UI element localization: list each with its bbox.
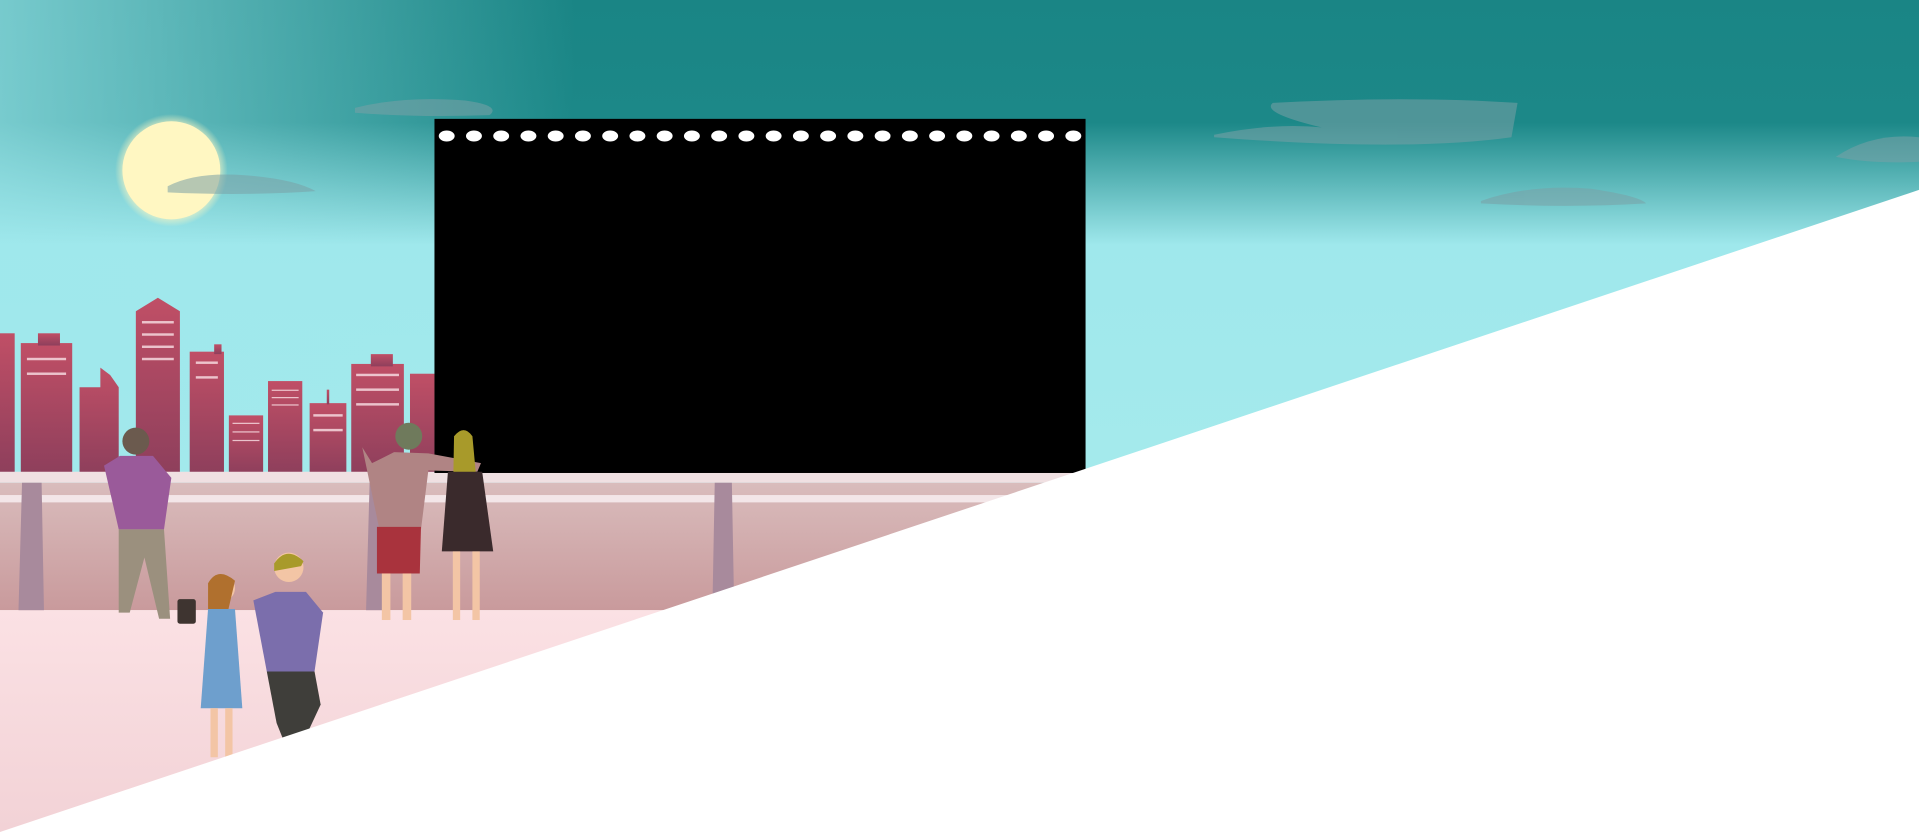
billboard-dot (847, 130, 864, 142)
billboard-dot (438, 130, 455, 142)
billboard-dot (711, 130, 728, 142)
railing-bar (0, 495, 1919, 503)
city-skyline (0, 297, 435, 473)
billboard-dot (956, 130, 973, 142)
billboard-dot (547, 130, 564, 142)
billboard-dot (765, 130, 782, 142)
billboard-dot (520, 130, 537, 142)
person-figure (362, 422, 481, 621)
billboard-dot (602, 130, 619, 142)
white-diagonal-overlay (0, 189, 1919, 832)
person-figure (200, 574, 243, 758)
railing-top (0, 471, 1919, 483)
billboard-dot (656, 130, 673, 142)
billboard-dot (1038, 130, 1055, 142)
billboard-dot (1010, 130, 1027, 142)
billboard-screen (434, 118, 1086, 473)
billboard-dot (983, 130, 1000, 142)
billboard-dot (629, 130, 646, 142)
billboard-dot (901, 130, 918, 142)
cloud-icon (167, 99, 1919, 206)
person-figure (253, 552, 324, 742)
railing-posts (18, 482, 735, 616)
sun-icon-core (122, 121, 221, 220)
billboard-dot (683, 130, 700, 142)
billboard-dot (493, 130, 510, 142)
billboard-dot (1065, 130, 1082, 142)
billboard-dot (465, 130, 482, 142)
billboard-dot (929, 130, 946, 142)
person-figure (441, 430, 494, 621)
building-windows (26, 321, 399, 442)
billboard-dot (738, 130, 755, 142)
billboard-dot (792, 130, 809, 142)
billboard-dot (574, 130, 591, 142)
billboard-dot (874, 130, 891, 142)
person-figure (104, 427, 196, 624)
billboard-dots (438, 130, 1082, 142)
billboard-dot (820, 130, 837, 142)
